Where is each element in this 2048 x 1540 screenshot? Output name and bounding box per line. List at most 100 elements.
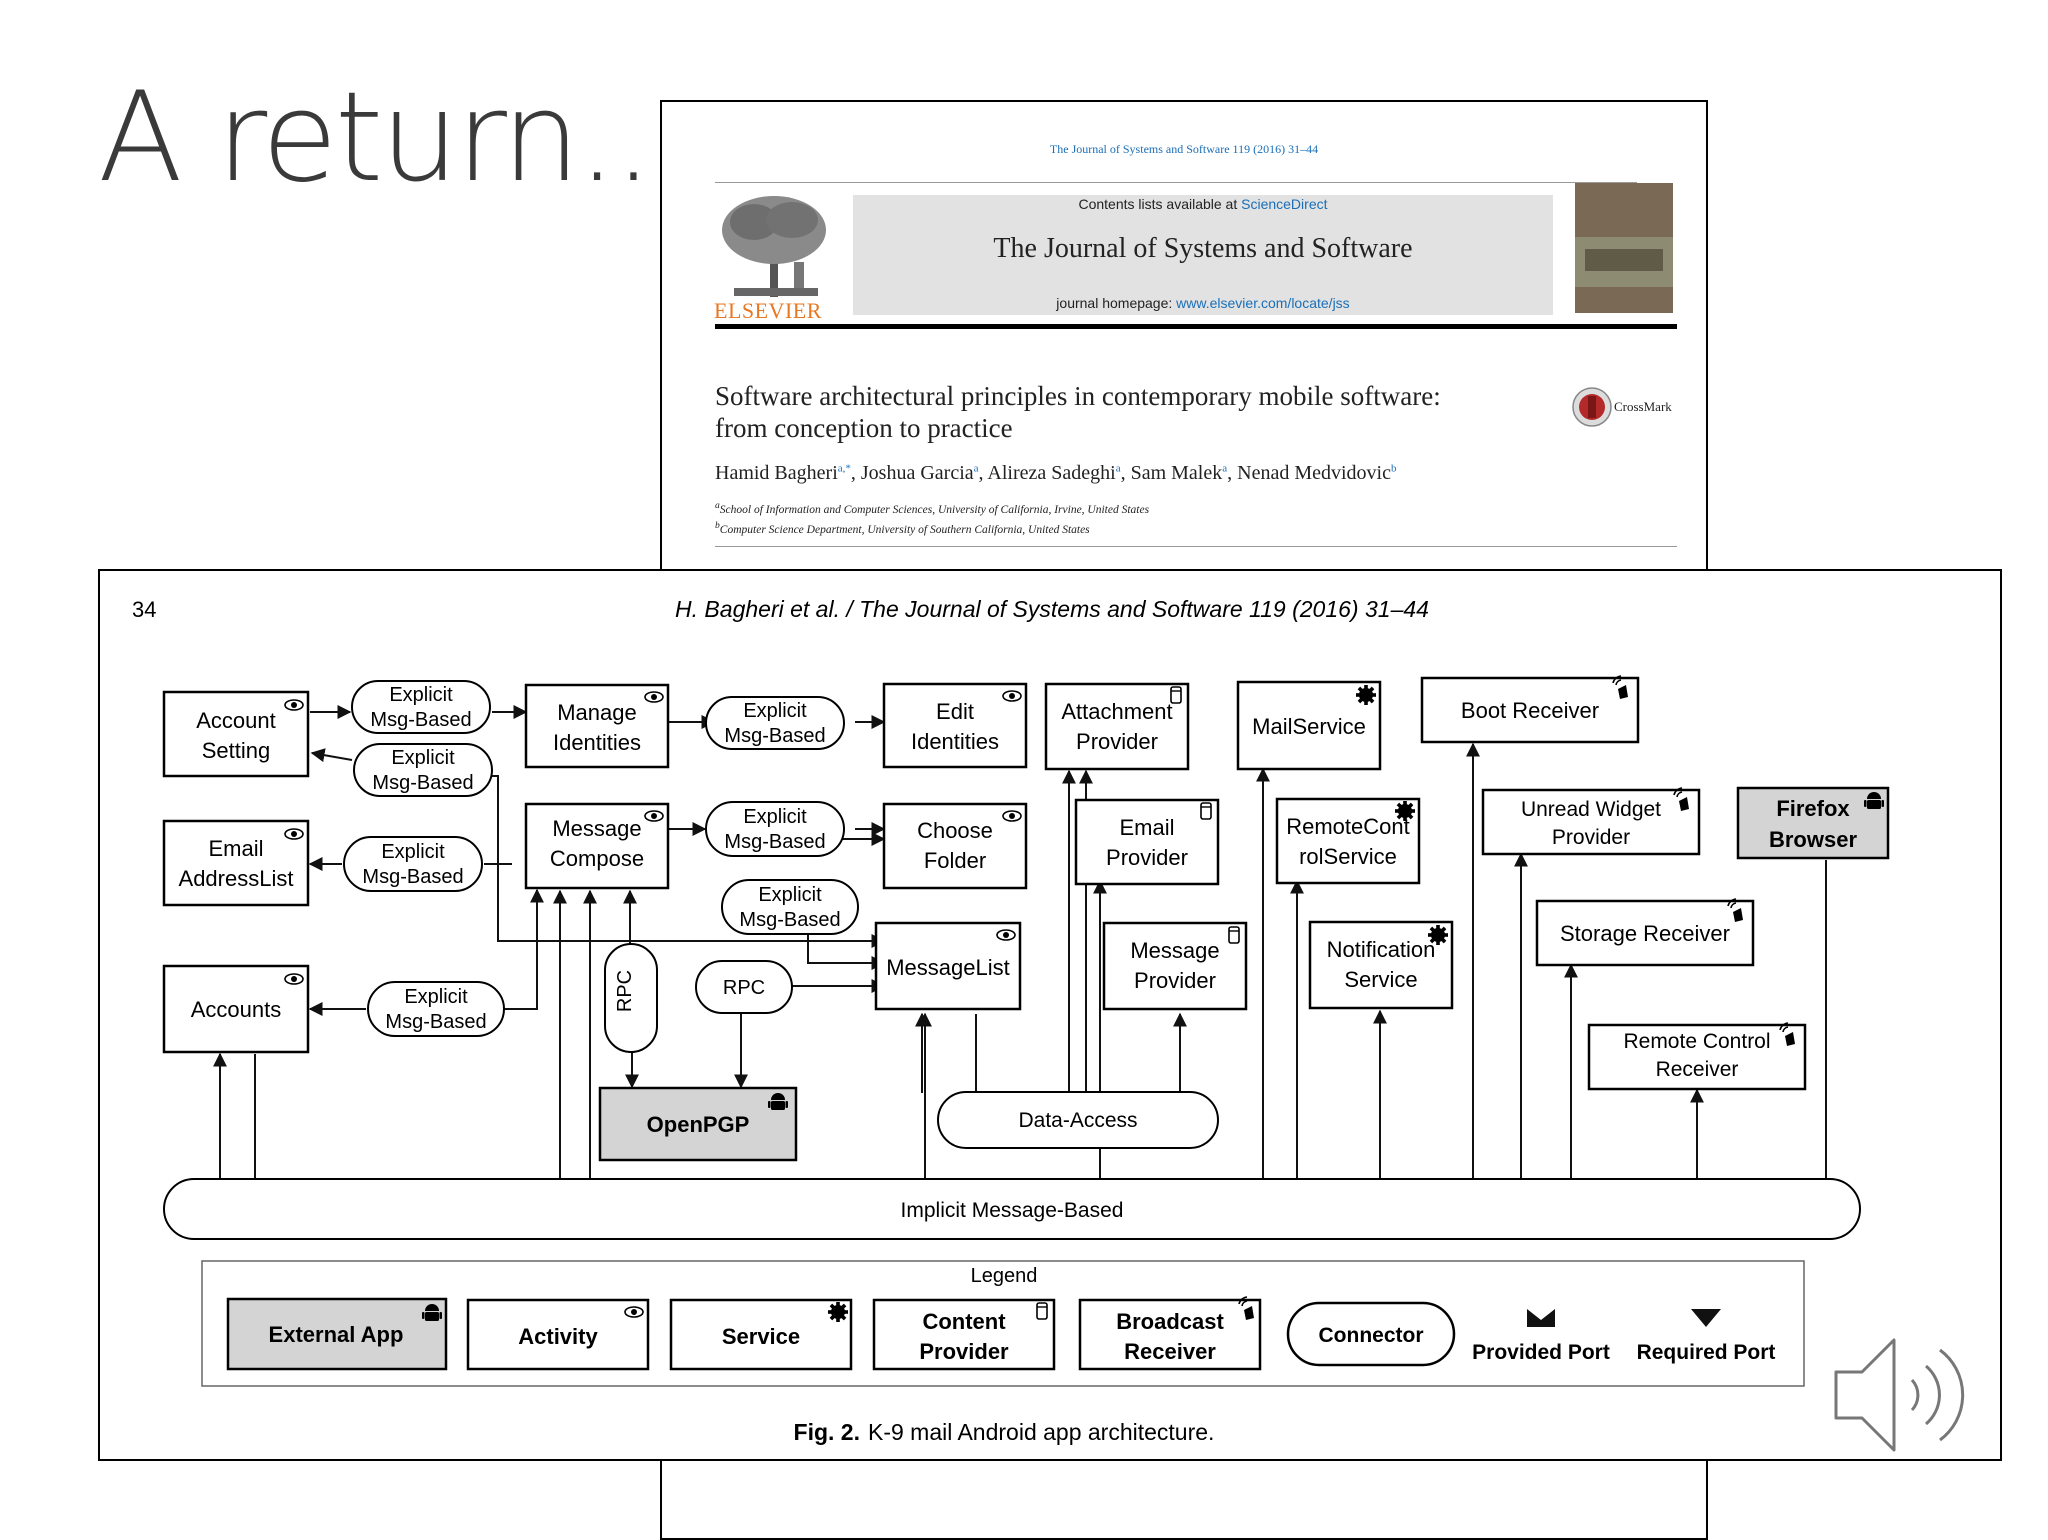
svg-text:Boot Receiver: Boot Receiver — [1461, 698, 1599, 723]
article-title: Software architectural principles in con… — [715, 381, 1441, 443]
svg-text:Msg-Based: Msg-Based — [362, 866, 463, 888]
legend-activity: Activity — [466, 1298, 650, 1371]
connector-implicit-message-based[interactable]: Implicit Message-Based — [163, 1178, 1861, 1240]
crossmark-icon — [1572, 387, 1612, 427]
author-list: Hamid Bagheria,*, Joshua Garciaa, Alirez… — [715, 462, 1397, 484]
svg-text:Folder: Folder — [924, 848, 986, 873]
journal-homepage-link[interactable]: www.elsevier.com/locate/jss — [1176, 295, 1350, 311]
svg-text:Provider: Provider — [1134, 968, 1216, 993]
svg-text:H. Bagheri et al. / The Journa: H. Bagheri et al. / The Journal of Syste… — [675, 596, 1429, 622]
svg-text:Fig. 2.K-9 mail Android app ar: Fig. 2.K-9 mail Android app architecture… — [794, 1419, 1215, 1445]
paper-figure-page: 34 H. Bagheri et al. / The Journal of Sy… — [98, 569, 2002, 1461]
svg-text:Broadcast: Broadcast — [1116, 1309, 1224, 1334]
svg-text:Service: Service — [722, 1324, 800, 1349]
svg-text:Explicit: Explicit — [743, 806, 807, 828]
svg-text:Choose: Choose — [917, 818, 993, 843]
legend: Legend External App Activity Service Con… — [201, 1260, 1805, 1387]
svg-text:Notification: Notification — [1327, 937, 1436, 962]
svg-text:OpenPGP: OpenPGP — [647, 1112, 750, 1137]
connector-rpc[interactable]: RPC — [695, 960, 793, 1014]
svg-text:Explicit: Explicit — [391, 747, 455, 769]
component-remotecontrolservice[interactable]: RemoteCont rolService — [1275, 797, 1421, 885]
component-openpgp[interactable]: OpenPGP — [598, 1086, 798, 1162]
svg-text:Provider: Provider — [1552, 826, 1630, 849]
svg-text:RPC: RPC — [614, 970, 636, 1012]
svg-text:Msg-Based: Msg-Based — [739, 909, 840, 931]
connector-rpc-vertical[interactable]: RPC — [604, 943, 658, 1053]
svg-text:Provider: Provider — [919, 1339, 1009, 1364]
author: Nenad Medvidovic — [1237, 462, 1391, 484]
svg-text:Email: Email — [1119, 815, 1174, 840]
crossmark-badge[interactable]: CrossMark — [1571, 386, 1672, 433]
legend-service: Service — [669, 1298, 853, 1371]
svg-text:MailService: MailService — [1252, 714, 1366, 739]
speaker-icon — [1834, 1338, 1965, 1452]
author: Joshua Garcia — [860, 462, 974, 484]
svg-text:Storage Receiver: Storage Receiver — [1560, 921, 1730, 946]
connector-data-access[interactable]: Data-Access — [937, 1091, 1219, 1149]
svg-text:Service: Service — [1344, 967, 1417, 992]
svg-text:Explicit: Explicit — [404, 986, 468, 1008]
svg-text:Remote Control: Remote Control — [1623, 1030, 1770, 1053]
svg-text:Msg-Based: Msg-Based — [370, 709, 471, 731]
svg-text:Msg-Based: Msg-Based — [724, 831, 825, 853]
sciencedirect-link[interactable]: ScienceDirect — [1241, 196, 1328, 212]
svg-text:Accounts: Accounts — [191, 997, 282, 1022]
svg-text:34: 34 — [132, 597, 156, 622]
svg-text:Message: Message — [552, 816, 641, 841]
svg-text:Msg-Based: Msg-Based — [385, 1011, 486, 1033]
journal-banner: Contents lists available at ScienceDirec… — [853, 195, 1553, 315]
svg-text:Provider: Provider — [1106, 845, 1188, 870]
svg-text:Msg-Based: Msg-Based — [372, 772, 473, 794]
component-messagelist[interactable]: MessageList — [874, 921, 1022, 1011]
svg-text:Identities: Identities — [911, 729, 999, 754]
svg-text:Edit: Edit — [936, 699, 974, 724]
svg-text:Attachment: Attachment — [1061, 699, 1172, 724]
svg-text:Connector: Connector — [1319, 1324, 1424, 1347]
svg-text:Browser: Browser — [1769, 827, 1857, 852]
svg-text:External App: External App — [269, 1322, 404, 1347]
svg-text:Setting: Setting — [202, 738, 271, 763]
audio-speaker-icon[interactable] — [1828, 1330, 1988, 1465]
architecture-diagram: 34 H. Bagheri et al. / The Journal of Sy… — [132, 596, 1890, 1445]
svg-text:Content: Content — [922, 1309, 1006, 1334]
svg-text:Msg-Based: Msg-Based — [724, 725, 825, 747]
svg-text:Account: Account — [196, 708, 276, 733]
publisher-name: ELSEVIER — [714, 298, 822, 323]
svg-text:Firefox: Firefox — [1776, 796, 1850, 821]
svg-text:rolService: rolService — [1299, 844, 1397, 869]
svg-text:RemoteCont: RemoteCont — [1286, 814, 1410, 839]
journal-cover-thumbnail — [1575, 183, 1673, 313]
component-accounts[interactable]: Accounts — [162, 964, 310, 1054]
svg-text:Provided Port: Provided Port — [1472, 1341, 1610, 1364]
svg-text:Activity: Activity — [518, 1324, 598, 1349]
author: Sam Malek — [1130, 462, 1223, 484]
affiliations: aSchool of Information and Computer Scie… — [715, 500, 1150, 536]
running-header: H. Bagheri et al. / The Journal of Syste… — [675, 596, 1429, 622]
component-storage-receiver[interactable]: Storage Receiver — [1535, 898, 1755, 967]
component-mailservice[interactable]: MailService — [1236, 680, 1382, 771]
component-boot-receiver[interactable]: Boot Receiver — [1420, 675, 1640, 744]
svg-text:Compose: Compose — [550, 846, 644, 871]
